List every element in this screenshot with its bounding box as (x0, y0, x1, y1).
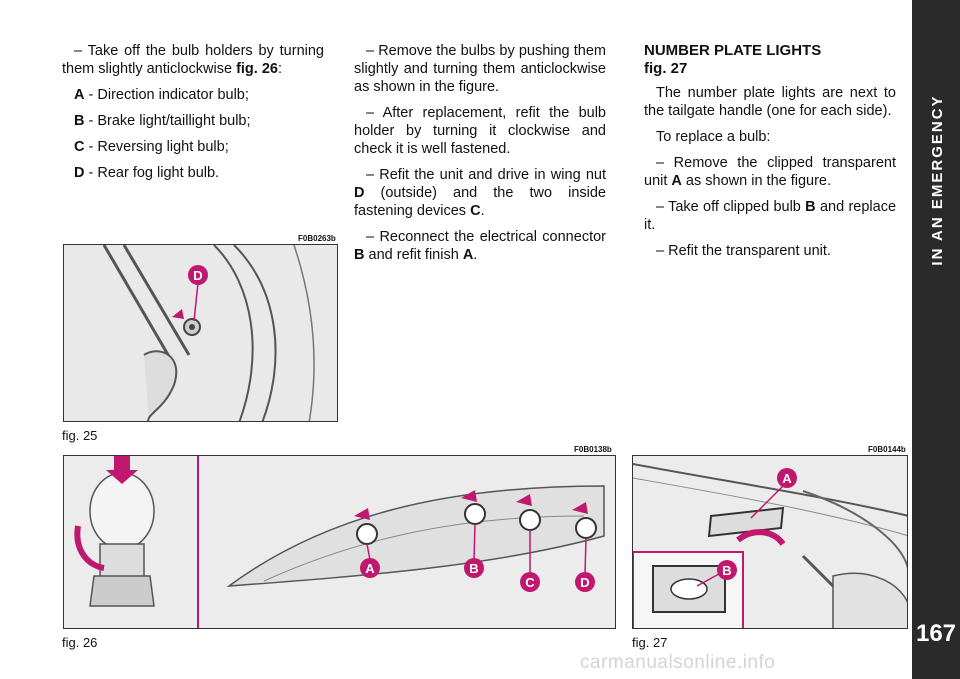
bulb-desc: - Brake light/taillight bulb; (84, 113, 251, 129)
text: – Reconnect the electrical connector (366, 229, 606, 245)
bulb-list-item: A - Direction indicator bulb; (62, 86, 324, 104)
column-1: – Take off the bulb holders by turning t… (62, 42, 324, 190)
intro-paragraph: – Take off the bulb holders by turning t… (62, 42, 324, 78)
paragraph: – After replacement, refit the bulb hold… (354, 105, 606, 157)
text: . (473, 247, 478, 263)
fig27-label-b: B (722, 563, 731, 578)
paragraph: To replace a bulb: (656, 129, 771, 145)
bulb-list-item: B - Brake light/taillight bulb; (62, 112, 324, 130)
paragraph: – Remove the clipped transparent unit A … (644, 154, 896, 190)
fig26-label-c: C (525, 575, 535, 590)
section-figure-ref: fig. 27 (644, 60, 688, 77)
fig26-label-b: B (469, 561, 478, 576)
fig25-label-badge (188, 265, 208, 285)
fig27-drawing: A B (633, 456, 907, 628)
fig26-code: F0B0138b (574, 445, 612, 454)
bulb-desc: - Direction indicator bulb; (84, 87, 249, 103)
bulb-letter: D (74, 165, 85, 181)
fig26-illustration: A B C D (63, 455, 616, 629)
text: and replace it. (644, 199, 897, 233)
fig26-caption: fig. 26 (62, 635, 98, 650)
paragraph: – Refit the transparent unit. (656, 243, 831, 259)
column-2: – Remove the bulbs by pushing them sligh… (354, 42, 606, 272)
fig26-label-d: D (580, 575, 589, 590)
bulb-letter: A (74, 87, 85, 103)
letter-ref: D (354, 185, 365, 201)
page-number: 167 (915, 620, 957, 647)
paragraph: – Take off clipped bulb B and replace it… (644, 198, 896, 234)
bulb-letter: B (74, 113, 85, 129)
fig25-drawing: D (64, 245, 337, 421)
intro-text: – Take off the bulb holders by turning t… (62, 43, 324, 77)
chapter-sidebar (912, 0, 960, 679)
intro-end: : (277, 61, 283, 77)
text: – Refit the unit and drive in wing nut (366, 167, 606, 183)
intro-figure-ref: fig. 26 (236, 61, 278, 77)
letter-ref: B (805, 199, 816, 215)
fig25-caption: fig. 25 (62, 428, 98, 443)
chapter-title-text: IN AN EMERGENCY (929, 94, 946, 265)
letter-ref: B (354, 247, 365, 263)
watermark: carmanualsonline.info (580, 652, 776, 673)
fig27-label-a: A (782, 471, 792, 486)
text: – Take off clipped bulb (656, 199, 806, 215)
bulb-letter: C (74, 139, 85, 155)
fig25-label-d: D (193, 268, 202, 283)
text: (outside) and the two inside fastening d… (354, 185, 606, 219)
fig27-code: F0B0144b (868, 445, 906, 454)
bulb-desc: - Reversing light bulb; (84, 139, 229, 155)
letter-ref: A (671, 173, 682, 189)
fig26-drawing: A B C D (64, 456, 615, 628)
fig27-illustration: A B (632, 455, 908, 629)
chapter-title: IN AN EMERGENCY (912, 30, 960, 330)
letter-ref: C (470, 203, 481, 219)
fig26-label-a: A (365, 561, 375, 576)
fig27-caption: fig. 27 (632, 635, 668, 650)
paragraph: – Refit the unit and drive in wing nut D… (354, 166, 606, 220)
text: and refit finish (364, 247, 463, 263)
bulb-desc: - Rear fog light bulb. (84, 165, 220, 181)
text: as shown in the figure. (681, 173, 832, 189)
fig25-code: F0B0263b (298, 234, 336, 243)
bulb-list-item: D - Rear fog light bulb. (62, 164, 324, 182)
bulb-list-item: C - Reversing light bulb; (62, 138, 324, 156)
chapter-title-svg: IN AN EMERGENCY (929, 94, 946, 265)
column-3: NUMBER PLATE LIGHTS fig. 27 The number p… (644, 42, 896, 268)
paragraph: – Reconnect the electrical connector B a… (354, 228, 606, 264)
paragraph: – Remove the bulbs by pushing them sligh… (354, 43, 606, 95)
paragraph: The number plate lights are next to the … (644, 85, 896, 119)
section-heading: NUMBER PLATE LIGHTS (644, 42, 822, 59)
fig25-illustration: D (63, 244, 338, 422)
text: – Remove the clipped transparent unit (644, 155, 896, 189)
text: . (480, 203, 485, 219)
fig26-bulbs (356, 503, 597, 545)
letter-ref: A (462, 247, 474, 263)
